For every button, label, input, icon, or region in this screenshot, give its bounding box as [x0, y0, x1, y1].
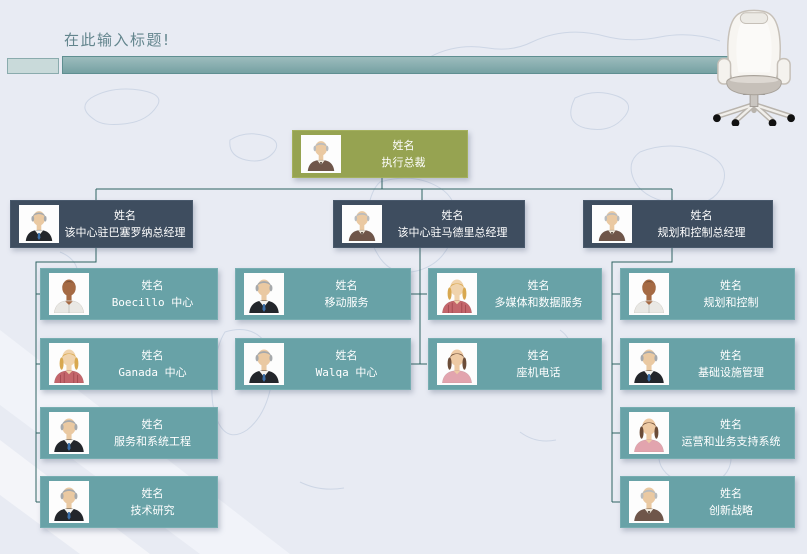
org-node-services-systems-engineering[interactable]: 姓名 服务和系统工程	[40, 407, 218, 459]
node-title-label: 执行总裁	[381, 156, 426, 169]
node-name-label: 姓名	[141, 279, 164, 292]
blonde-woman-portrait-icon	[49, 343, 89, 385]
org-node-walqa-center[interactable]: 姓名 Walqa 中心	[235, 338, 411, 390]
title-underline-small-segment	[7, 58, 59, 74]
grey-hair-man-portrait-icon	[244, 343, 284, 385]
node-name-label: 姓名	[141, 418, 164, 431]
slide-title-placeholder[interactable]: 在此输入标题!	[64, 31, 171, 49]
org-node-landline-phone[interactable]: 姓名 座机电话	[428, 338, 602, 390]
node-name-label: 姓名	[141, 349, 164, 362]
node-title-label: 基础设施管理	[698, 366, 764, 379]
grey-hair-man-portrait-icon	[19, 205, 59, 243]
node-name-label: 姓名	[441, 209, 464, 222]
node-title-label: Walqa 中心	[315, 366, 378, 379]
org-node-innovation-strategy[interactable]: 姓名 创新战略	[620, 476, 795, 528]
node-title-label: Ganada 中心	[118, 366, 187, 379]
node-name-label: 姓名	[690, 209, 713, 222]
org-node-madrid-gm[interactable]: 姓名 该中心驻马德里总经理	[333, 200, 525, 248]
node-name-label: 姓名	[335, 279, 358, 292]
grey-hair-man-portrait-icon	[629, 343, 669, 385]
org-node-planning-control-gm[interactable]: 姓名 规划和控制总经理	[583, 200, 773, 248]
node-title-label: 规划和控制	[703, 296, 759, 309]
elder-man-portrait-icon	[629, 481, 669, 523]
elder-man-portrait-icon	[592, 205, 632, 243]
elder-man-portrait-icon	[301, 135, 341, 173]
org-node-technology-research[interactable]: 姓名 技术研究	[40, 476, 218, 528]
node-title-label: 多媒体和数据服务	[494, 296, 583, 309]
org-node-planning-and-control[interactable]: 姓名 规划和控制	[620, 268, 795, 320]
grey-hair-man-portrait-icon	[49, 481, 89, 523]
node-name-label: 姓名	[527, 349, 550, 362]
elder-man-portrait-icon	[342, 205, 382, 243]
brown-hair-woman-portrait-icon	[629, 412, 669, 454]
node-title-label: 座机电话	[516, 366, 561, 379]
office-chair-illustration	[713, 9, 795, 126]
org-node-ganada-center[interactable]: 姓名 Ganada 中心	[40, 338, 218, 390]
brown-hair-woman-portrait-icon	[437, 343, 477, 385]
node-title-label: 技术研究	[130, 504, 175, 517]
node-name-label: 姓名	[141, 487, 164, 500]
org-node-multimedia-data-services[interactable]: 姓名 多媒体和数据服务	[428, 268, 602, 320]
org-node-operations-business-support[interactable]: 姓名 运营和业务支持系统	[620, 407, 795, 459]
node-title-label: 运营和业务支持系统	[681, 435, 781, 448]
org-node-boecillo-center[interactable]: 姓名 Boecillo 中心	[40, 268, 218, 320]
title-underline-bar	[62, 56, 739, 74]
node-name-label: 姓名	[527, 279, 550, 292]
grey-hair-man-portrait-icon	[244, 273, 284, 315]
node-name-label: 姓名	[720, 279, 742, 292]
node-name-label: 姓名	[720, 349, 742, 362]
node-name-label: 姓名	[114, 209, 136, 222]
node-title-label: 创新战略	[709, 504, 753, 517]
org-node-mobile-services[interactable]: 姓名 移动服务	[235, 268, 411, 320]
node-title-label: 该中心驻巴塞罗纳总经理	[64, 226, 186, 239]
node-title-label: 服务和系统工程	[114, 435, 191, 448]
blonde-woman-portrait-icon	[437, 273, 477, 315]
org-node-infrastructure-management[interactable]: 姓名 基础设施管理	[620, 338, 795, 390]
node-name-label: 姓名	[720, 418, 742, 431]
node-title-label: 移动服务	[324, 296, 369, 309]
org-node-ceo[interactable]: 姓名 执行总裁	[292, 130, 468, 178]
node-name-label: 姓名	[720, 487, 742, 500]
dark-skin-man-portrait-icon	[49, 273, 89, 315]
node-title-label: 规划和控制总经理	[657, 226, 746, 239]
node-name-label: 姓名	[392, 139, 415, 152]
node-name-label: 姓名	[335, 349, 358, 362]
node-title-label: Boecillo 中心	[111, 296, 194, 309]
node-title-label: 该中心驻马德里总经理	[397, 226, 508, 239]
org-node-barcelona-gm[interactable]: 姓名 该中心驻巴塞罗纳总经理	[10, 200, 193, 248]
grey-hair-man-portrait-icon	[49, 412, 89, 454]
dark-skin-man-portrait-icon	[629, 273, 669, 315]
